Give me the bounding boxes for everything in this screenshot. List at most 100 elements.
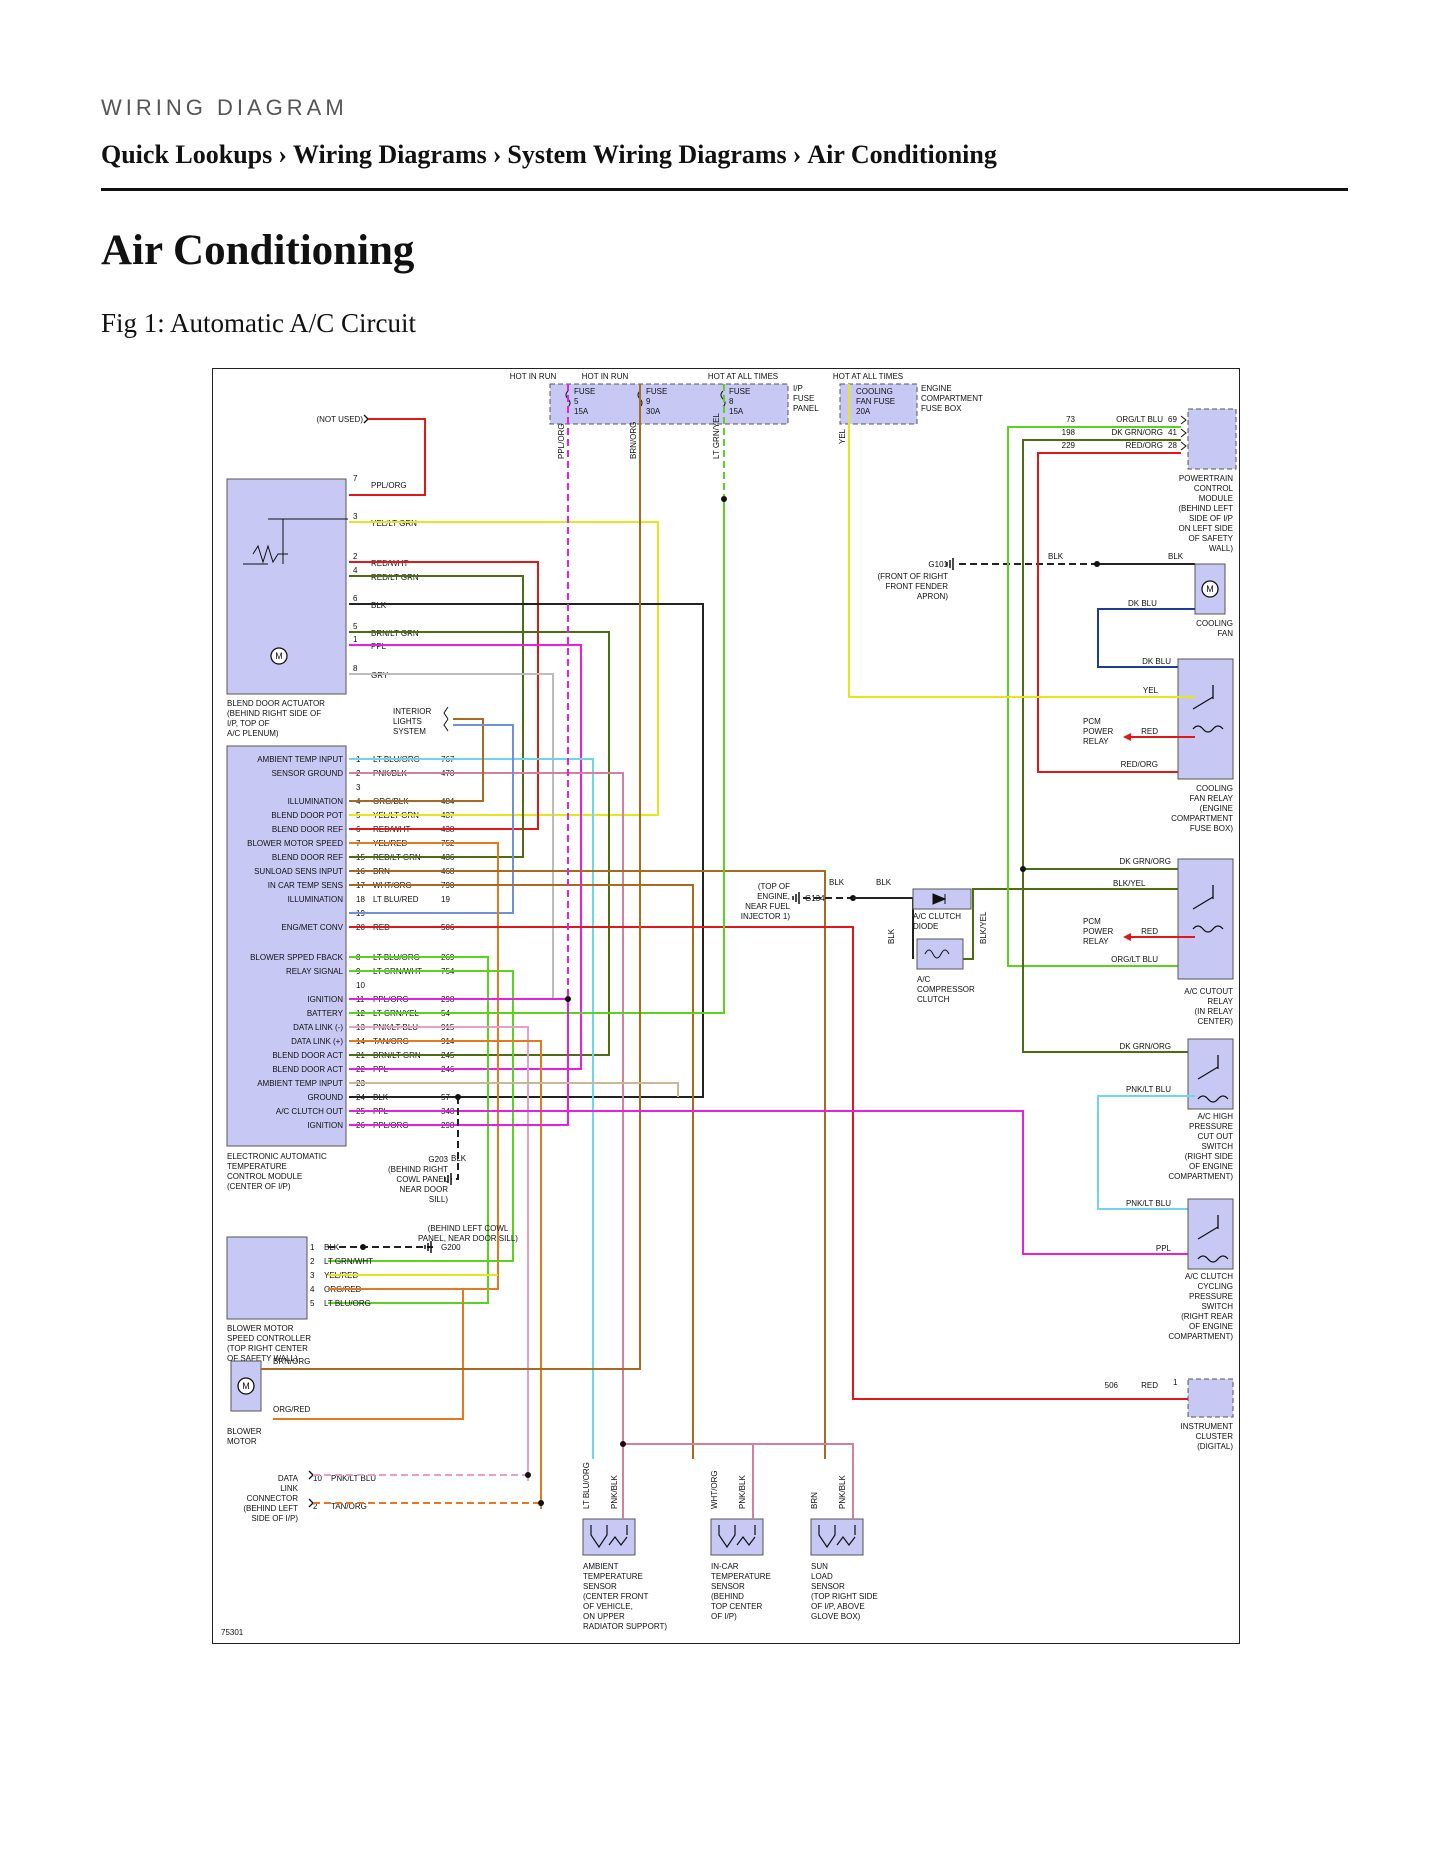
splice-dot [538,1500,544,1506]
relay-wire-label: BLK/YEL [1113,879,1146,888]
sensor-label: GLOVE BOX) [811,1612,861,1621]
relay-arrow [1123,733,1131,741]
g203-label: G203 [428,1155,448,1164]
sensor-label: TEMPERATURE [583,1572,643,1581]
cooling-fan-relay-body [1177,658,1234,780]
g101-location-label: APRON) [917,592,948,601]
g134-location-label: ENGINE, [757,892,790,901]
ac-clutch-wire-label: BLK/YEL [979,911,988,944]
splice-dot [455,1094,461,1100]
connector-symbol [363,414,369,424]
sensor-label: SENSOR [711,1582,745,1591]
fuse-wire-label: YEL [838,428,847,444]
pcm-power-relay-label: RELAY [1083,937,1109,946]
breadcrumb-wiring-diagrams[interactable]: Wiring Diagrams [292,140,487,169]
thermistor-icon [718,1525,756,1549]
wire-org-blk [349,718,484,802]
not-used-label: (NOT USED) [316,415,363,424]
blower-motor-wire-label: BRN/ORG [273,1357,310,1366]
wire-org-red-motor [273,1288,464,1420]
blower-controller-label: BLOWER MOTOR [227,1324,294,1333]
eatc-function-label: ENG/MET CONV [281,923,343,932]
thermistor-icon [818,1525,856,1549]
sensor-label: (TOP RIGHT SIDE [811,1592,878,1601]
pcm-power-relay-label: POWER [1083,927,1113,936]
eatc-function-label: AMBIENT TEMP INPUT [257,755,343,764]
sensor-body [710,1518,764,1556]
breadcrumb-quick-lookups[interactable]: Quick Lookups [101,140,273,169]
wire-ambient-input [349,1082,679,1097]
sensor-label: SUN [811,1562,828,1571]
pcm-power-relay-label: RELAY [1083,737,1109,746]
ac-high-pressure-switch-label: PRESSURE [1189,1122,1233,1131]
eatc-function-label: SUNLOAD SENS INPUT [254,867,343,876]
ip-fuse-panel-label: FUSE [793,394,814,403]
eatc-function-label: ILLUMINATION [288,895,344,904]
blend-actuator-pin: 6 [353,594,358,603]
splice-dot [620,1441,626,1447]
blend-door-actuator-label: (BEHIND RIGHT SIDE OF [227,709,321,718]
ac-high-pressure-switch-label: CUT OUT [1198,1132,1234,1141]
breadcrumb-air-conditioning[interactable]: Air Conditioning [807,140,997,169]
pcm-pin-number: 41 [1168,428,1177,437]
g134-location-label: (TOP OF [758,882,790,891]
ac-cutout-relay-label: CENTER) [1197,1017,1233,1026]
motor-icon [1201,580,1219,598]
eatc-function-label: DATA LINK (-) [293,1023,343,1032]
eatc-function-label: DATA LINK (+) [291,1037,343,1046]
interior-lights-label: SYSTEM [393,727,426,736]
fuse-label: 15A [574,407,589,416]
blend-actuator-wire-label: RED/LT GRN [371,573,419,582]
switch-wire-label: PPL [1156,1244,1172,1253]
wire-ppl [349,644,582,1070]
potentiometer-icon [243,518,348,565]
blend-actuator-pin: 5 [353,622,358,631]
g203-wire-label: BLK [451,1154,467,1163]
breadcrumb-system-wiring-diagrams[interactable]: System Wiring Diagrams [507,140,787,169]
eatc-function-label: GROUND [307,1093,343,1102]
ac-cutout-relay-label: (IN RELAY [1194,1007,1233,1016]
cooling-fan-relay-label: FUSE BOX) [1190,824,1233,833]
wire-gry [349,673,554,999]
wire-ltgrn-yel-battery [349,499,725,1014]
ac-cutout-relay-label: RELAY [1207,997,1233,1006]
pcm-connector [1180,441,1187,451]
blend-door-actuator-body [226,478,347,695]
pcm-wire-label: ORG/LT BLU [1116,415,1163,424]
pcm-connector [1180,428,1187,438]
wire-ppl-clutch-out [349,1110,1198,1255]
eatc-function-label: BLOWER MOTOR SPEED [247,839,343,848]
fuse-wire-label: PPL/ORG [557,423,566,459]
fuse-label: 5 [574,397,579,406]
wire-ltblu-org-269 [328,956,489,1304]
interior-lights-connector [443,706,449,732]
g200-ground-label: G200 [441,1243,461,1252]
page-kicker: WIRING DIAGRAM [101,95,348,120]
eatc-module-label: ELECTRONIC AUTOMATIC [227,1152,327,1161]
ac-clutch-diode-label: DIODE [913,922,938,931]
sensor-label: (BEHIND [711,1592,744,1601]
motor-icon: M [275,651,283,661]
instrument-cluster-label: CLUSTER [1196,1432,1234,1441]
clutch-coil-icon [924,949,950,959]
wire-red-wht [349,561,539,830]
g101-location-label: (FRONT OF RIGHT [877,572,948,581]
relay-wire-label: RED/ORG [1121,760,1158,769]
relay-wire-label: YEL [1143,686,1159,695]
ac-cycling-switch-label: (RIGHT REAR [1181,1312,1233,1321]
eatc-function-label: BLEND DOOR REF [272,825,343,834]
eatc-function-label: ILLUMINATION [288,797,344,806]
eatc-module-label: CONTROL MODULE [227,1172,302,1181]
g203-label: COWL PANEL [396,1175,448,1184]
blend-actuator-pin: 1 [353,635,358,644]
relay-icon [1197,1055,1229,1103]
eatc-function-label: BLEND DOOR REF [272,853,343,862]
ac-clutch-wire-label: BLK [887,928,896,944]
fuse-label: FUSE [729,387,750,396]
blower-controller-label: SPEED CONTROLLER [227,1334,311,1343]
pcm-power-relay-label: POWER [1083,727,1113,736]
blower-controller-pin: 1 [310,1243,315,1252]
blend-actuator-pin: 4 [353,566,358,575]
cluster-wire-label: RED [1141,1381,1158,1390]
